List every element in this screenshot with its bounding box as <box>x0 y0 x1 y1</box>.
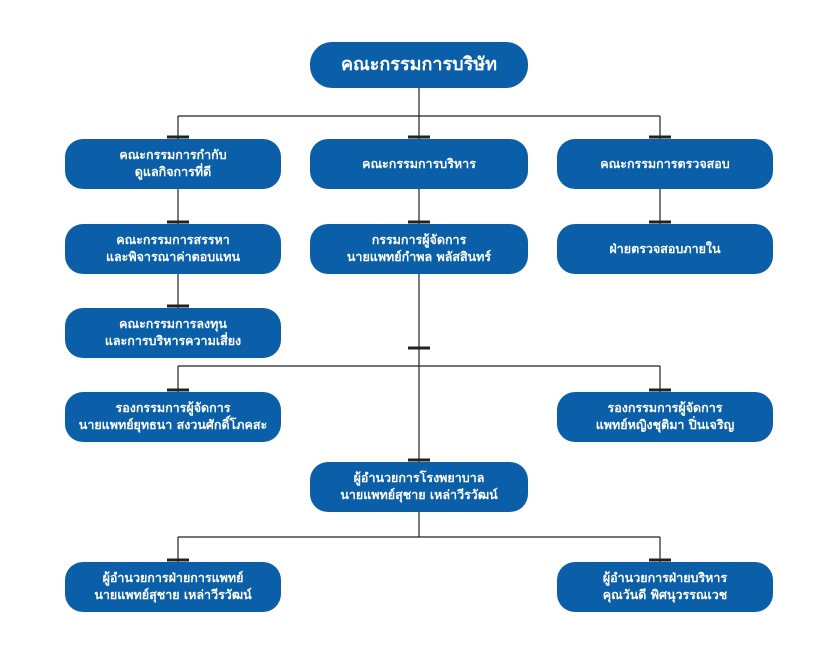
medical-director-label-1: ผู้อำนวยการฝ่ายการแพทย์ <box>102 570 244 586</box>
investment-risk-committee-box: คณะกรรมการลงทุน และการบริหารความเสี่ยง <box>65 308 281 358</box>
admin-director-box: ผู้อำนวยการฝ่ายบริหาร คุณวันดี พิศนุวรรณ… <box>557 562 773 612</box>
managing-director-box: กรรมการผู้จัดการ นายแพทย์กำพล พลัสสินทร์ <box>310 224 528 274</box>
board-box: คณะกรรมการบริษัท <box>310 42 528 88</box>
deputy-md-left-box: รองกรรมการผู้จัดการ นายแพทย์ยุทธนา สงวนศ… <box>65 392 281 442</box>
executive-label-1: คณะกรรมการบริหาร <box>362 155 476 171</box>
deputy-md-left-label-2: นายแพทย์ยุทธนา สงวนศักดิ์โภคสะ <box>78 417 268 432</box>
admin-director-label-1: ผู้อำนวยการฝ่ายบริหาร <box>602 570 728 586</box>
governance-label-2: ดูแลกิจการที่ดี <box>134 164 212 179</box>
medical-director-label-2: นายแพทย์สุชาย เหล่าวีรวัฒน์ <box>94 587 252 602</box>
investment-risk-label-1: คณะกรรมการลงทุน <box>119 316 227 332</box>
deputy-md-right-box: รองกรรมการผู้จัดการ แพทย์หญิงชุติมา ปิ่น… <box>557 392 773 442</box>
md-label-2: นายแพทย์กำพล พลัสสินทร์ <box>346 249 492 264</box>
hospital-director-box: ผู้อำนวยการโรงพยาบาล นายแพทย์สุชาย เหล่า… <box>310 462 528 512</box>
hospital-director-label-1: ผู้อำนวยการโรงพยาบาล <box>353 470 485 486</box>
hospital-director-label-2: นายแพทย์สุชาย เหล่าวีรวัฒน์ <box>340 487 498 502</box>
deputy-md-right-label-2: แพทย์หญิงชุติมา ปิ่นเจริญ <box>595 417 735 432</box>
investment-risk-label-2: และการบริหารความเสี่ยง <box>104 333 242 348</box>
audit-committee-box: คณะกรรมการตรวจสอบ <box>557 139 773 189</box>
governance-label-1: คณะกรรมการกำกับ <box>119 147 227 163</box>
executive-committee-box: คณะกรรมการบริหาร <box>310 139 528 189</box>
board-label-1: คณะกรรมการบริษัท <box>340 53 497 75</box>
internal-audit-box: ฝ่ายตรวจสอบภายใน <box>557 224 773 274</box>
deputy-md-left-label-1: รองกรรมการผู้จัดการ <box>115 400 231 416</box>
nomination-label-2: และพิจารณาค่าตอบแทน <box>105 249 241 264</box>
medical-director-box: ผู้อำนวยการฝ่ายการแพทย์ นายแพทย์สุชาย เห… <box>65 562 281 612</box>
internal-audit-label-1: ฝ่ายตรวจสอบภายใน <box>609 240 721 256</box>
admin-director-label-2: คุณวันดี พิศนุวรรณเวช <box>602 587 728 602</box>
audit-label-1: คณะกรรมการตรวจสอบ <box>600 155 730 171</box>
md-label-1: กรรมการผู้จัดการ <box>371 232 467 248</box>
governance-committee-box: คณะกรรมการกำกับ ดูแลกิจการที่ดี <box>65 139 281 189</box>
nomination-committee-box: คณะกรรมการสรรหา และพิจารณาค่าตอบแทน <box>65 224 281 274</box>
deputy-md-right-label-1: รองกรรมการผู้จัดการ <box>607 400 723 416</box>
nomination-label-1: คณะกรรมการสรรหา <box>116 232 230 248</box>
